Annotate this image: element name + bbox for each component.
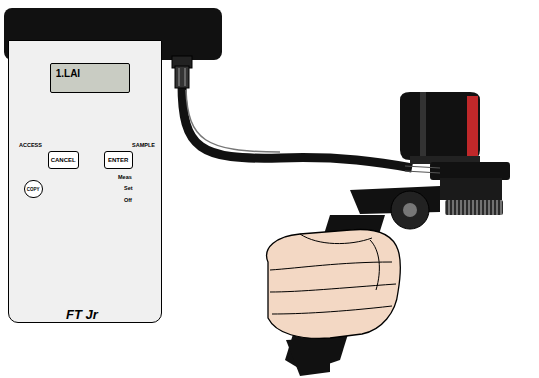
pivot [391, 191, 429, 229]
sensor-head [400, 92, 480, 160]
led-label: ACCESS [19, 142, 42, 148]
lcd-screen: 1.LAI [50, 63, 130, 93]
cancel-button: CANCEL [48, 151, 79, 169]
device-name: FT Jr [66, 307, 98, 322]
display-text: 1.LAI [56, 68, 80, 79]
cable [182, 84, 412, 168]
led-label: SAMPLE [132, 142, 155, 148]
switch-position: Meas [118, 174, 132, 180]
copy-button: COPY [24, 180, 43, 199]
button-label: COPY [27, 187, 40, 192]
device-body: FT Jr 1.LAI CANCEL ENTER COPY [8, 40, 162, 323]
cable-highlight [186, 90, 280, 152]
sensor-window [467, 96, 478, 156]
switch-position: Set [124, 185, 133, 191]
button-label: ENTER [108, 157, 128, 163]
button-label: CANCEL [51, 157, 76, 163]
connector-plug [175, 66, 189, 88]
enter-button: ENTER [104, 151, 133, 169]
sensor-base [430, 162, 510, 180]
knurled-knob [445, 200, 503, 215]
hand [267, 230, 401, 339]
switch-position: Off [124, 197, 132, 203]
